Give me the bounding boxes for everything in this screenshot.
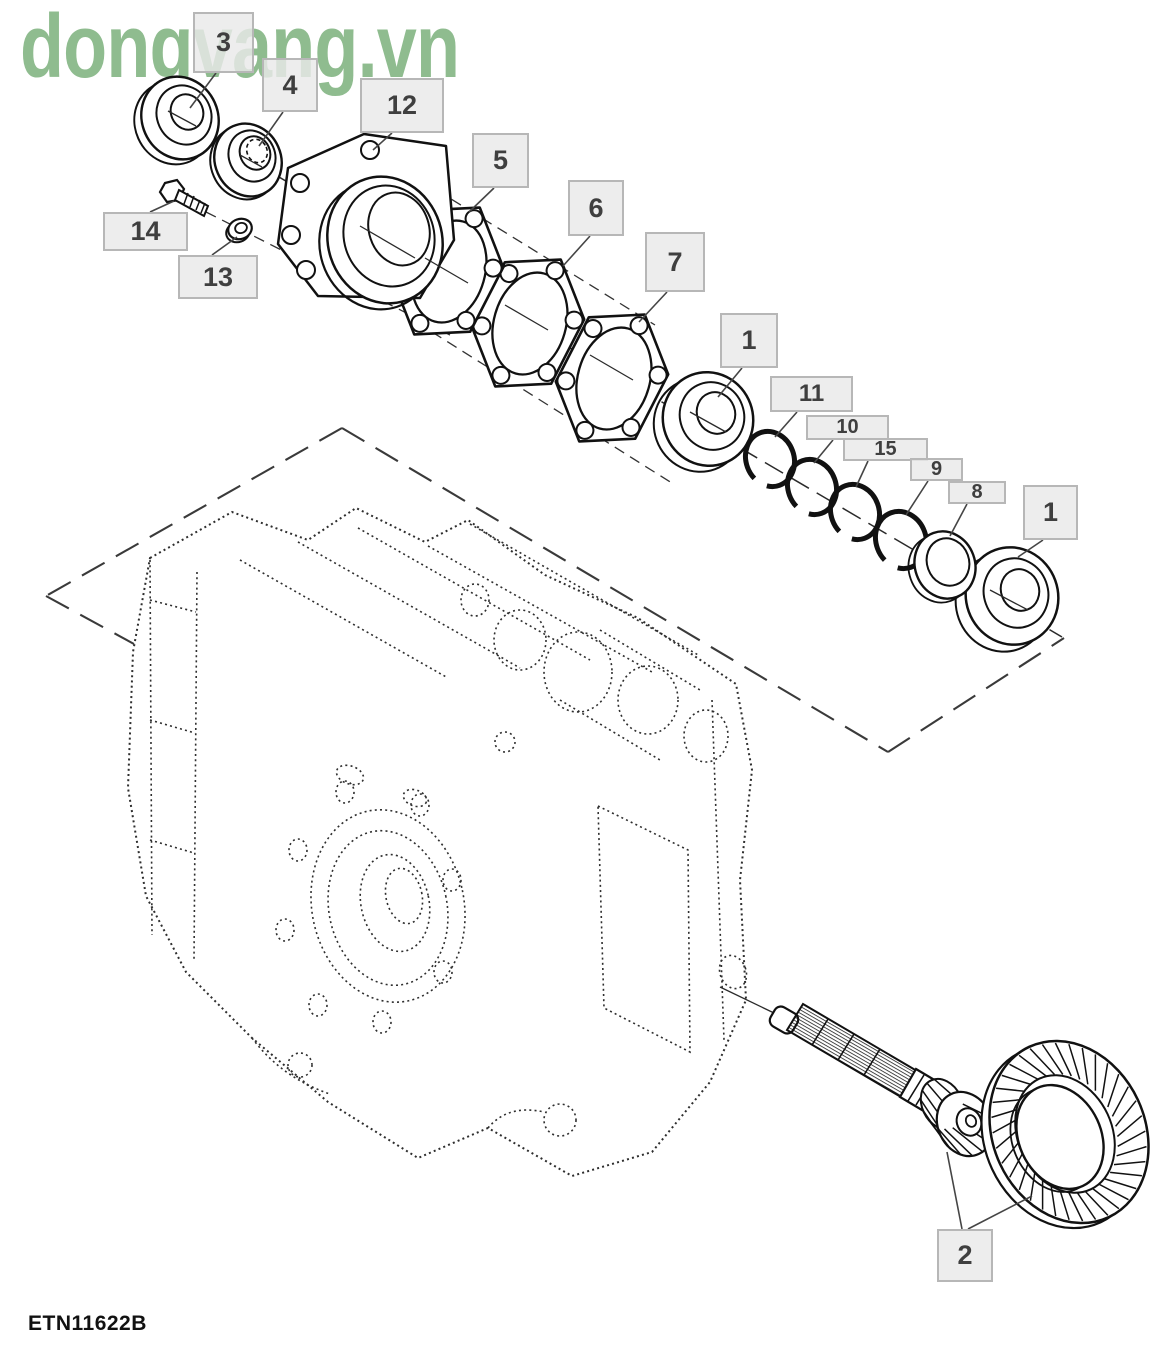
part-number: 15	[874, 438, 897, 460]
part-label-8: 8	[948, 481, 1006, 504]
part-number: 1	[741, 325, 757, 355]
part-label-13: 13	[178, 255, 258, 299]
snap-ring-9-drawing	[872, 508, 930, 572]
part-label-6: 6	[568, 180, 624, 236]
part-label-7: 7	[645, 232, 705, 292]
cap-screw-drawing	[158, 178, 210, 218]
transmission-housing-phantom	[126, 506, 754, 1178]
snap-ring-10-drawing	[784, 456, 840, 518]
part-label-1-rear: 1	[1023, 485, 1078, 540]
part-label-11: 11	[770, 376, 853, 412]
part-number: 10	[836, 416, 859, 438]
part-number: 3	[215, 27, 232, 57]
part-label-3: 3	[193, 12, 254, 73]
part-number: 14	[130, 216, 161, 246]
part-label-9: 9	[910, 458, 963, 481]
part-number: 4	[282, 69, 298, 100]
part-label-15: 15	[843, 438, 928, 461]
part-number: 6	[588, 192, 604, 223]
part-number: 5	[492, 145, 509, 175]
snap-ring-11-drawing	[742, 428, 798, 490]
pinion-shaft-drawing	[768, 1002, 995, 1158]
part-label-12: 12	[360, 78, 444, 133]
part-label-10: 10	[806, 415, 889, 440]
part-number: 7	[667, 246, 683, 277]
part-number: 11	[798, 380, 825, 407]
axis-overlay-segments	[167, 110, 1029, 611]
phantom-plane-lines	[45, 427, 1065, 753]
figure-code: ETN11622B	[28, 1312, 147, 1335]
part-number: 13	[202, 261, 234, 292]
part-label-14: 14	[103, 212, 188, 251]
part-label-4: 4	[262, 58, 318, 112]
small-nut-drawing	[225, 217, 253, 244]
part-number: 12	[386, 90, 418, 120]
part-label-1-front: 1	[720, 313, 778, 368]
part-label-5: 5	[472, 133, 529, 188]
snap-ring-15-drawing	[827, 481, 883, 543]
leader-lines	[149, 72, 1044, 1230]
ring-gear-drawing	[980, 1039, 1150, 1230]
part-number: 8	[971, 481, 983, 503]
part-label-2: 2	[937, 1229, 993, 1282]
washer-8-drawing	[907, 530, 977, 604]
part-number: 2	[957, 1240, 973, 1270]
part-number: 9	[930, 458, 943, 480]
part-number: 1	[1042, 497, 1059, 527]
bearing-cone-front-drawing	[652, 370, 755, 473]
